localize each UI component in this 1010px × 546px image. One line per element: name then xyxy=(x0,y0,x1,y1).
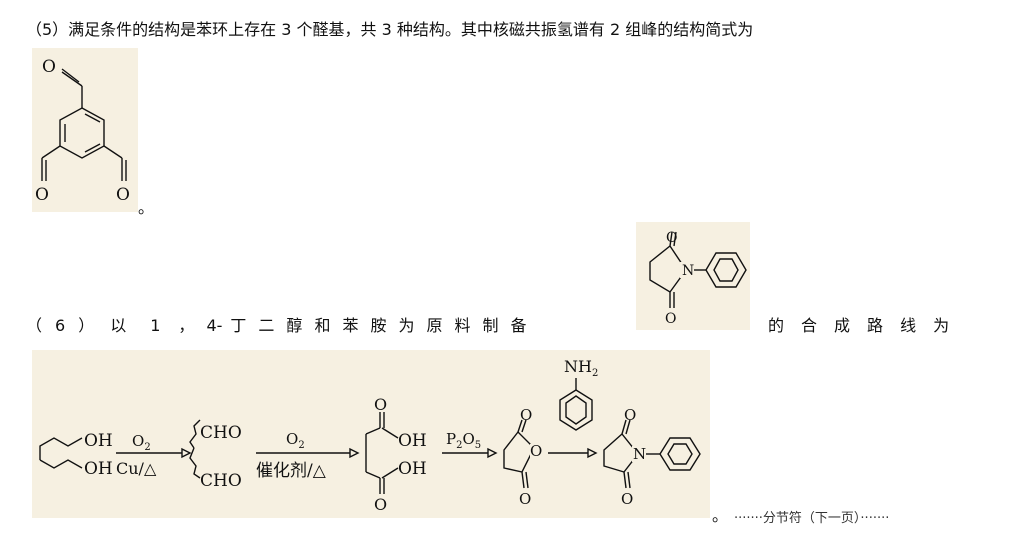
acid-oh-1: OH xyxy=(398,431,427,451)
part5-text: （5）满足条件的结构是苯环上存在 3 个醛基，共 3 种结构。其中核磁共振氢谱有… xyxy=(26,20,754,39)
product-n: N xyxy=(633,445,646,463)
tricarbaldehyde-structure: O O O xyxy=(32,48,138,212)
succinic-anhydride: O O O xyxy=(503,406,542,508)
acid-o-top: O xyxy=(374,395,387,414)
product-o-top: O xyxy=(624,406,636,424)
aniline-nh2: NH2 xyxy=(564,357,598,379)
acid-o-bottom: O xyxy=(374,495,387,514)
step2-condition: 催化剂/△ xyxy=(256,461,327,481)
product-o-bottom: O xyxy=(621,490,633,508)
step1-reagent: O2 xyxy=(132,432,151,453)
atom-o-right: O xyxy=(116,185,130,205)
butanedial: CHO CHO xyxy=(189,419,242,491)
part6-end-mark: 。 xyxy=(712,506,729,525)
cho-1: CHO xyxy=(200,423,242,443)
succinic-acid: O OH O OH xyxy=(365,395,427,514)
cho-2: CHO xyxy=(200,471,242,491)
atom-o-upper: O xyxy=(666,230,677,246)
step2-reagent: O2 xyxy=(286,430,305,451)
oh-1: OH xyxy=(84,431,113,451)
anhydride-o-bottom: O xyxy=(519,490,531,508)
acid-oh-2: OH xyxy=(398,459,427,479)
atom-o-left: O xyxy=(35,185,49,205)
n-phenylsuccinimide-target: O O N xyxy=(636,222,750,330)
butanediol: OH OH xyxy=(39,431,113,479)
oh-2: OH xyxy=(84,459,113,479)
anhydride-o-top: O xyxy=(520,406,532,424)
arrow-step3: P2O5 xyxy=(442,430,498,459)
arrow-step1: O2 Cu/△ xyxy=(116,432,192,478)
aniline: NH2 xyxy=(559,357,598,431)
atom-o-lower: O xyxy=(665,311,676,327)
part5-end-mark: 。 xyxy=(138,198,155,217)
atom-n: N xyxy=(682,263,694,279)
step3-reagent: P2O5 xyxy=(446,430,481,451)
atom-o-top: O xyxy=(42,57,56,77)
product-imide: O O N xyxy=(603,406,701,508)
arrow-step4 xyxy=(548,447,598,459)
section-break-marker: ·······分节符（下一页）······· xyxy=(734,511,890,526)
arrow-step2: O2 催化剂/△ xyxy=(256,430,360,481)
synthesis-scheme: OH OH O2 Cu/△ CHO CHO O2 催化剂/△ xyxy=(32,350,710,518)
anhydride-o-ring: O xyxy=(530,442,542,460)
step1-condition: Cu/△ xyxy=(116,459,157,478)
part6-tail-text: 的合成路线为 xyxy=(768,316,950,335)
